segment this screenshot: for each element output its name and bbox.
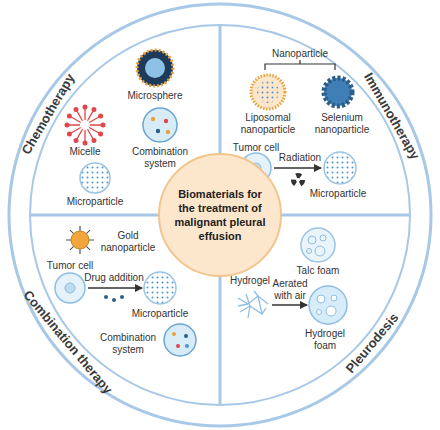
bubble <box>315 246 325 256</box>
process-arrow <box>88 287 142 288</box>
microparticle <box>80 163 110 193</box>
bracket <box>265 60 335 70</box>
bubble <box>307 249 312 254</box>
part-label: Microsphere <box>115 90 195 102</box>
radiation-centre <box>297 179 299 181</box>
quadrant-panel: Pleurodesis <box>223 218 410 405</box>
outer-ring <box>9 4 431 426</box>
part-label: Aerated with air <box>265 278 315 302</box>
drug-dot <box>156 129 160 133</box>
part-label: Selenium nanoparticle <box>307 112 377 136</box>
process-arrow <box>274 167 321 168</box>
bubble <box>317 310 322 315</box>
panel-ring <box>30 25 410 405</box>
part-label: Microparticle <box>55 196 135 208</box>
ligands <box>66 226 94 254</box>
part-label: Hydrogel foam <box>300 328 350 352</box>
cell-nucleus <box>65 283 75 293</box>
microsphere-core <box>145 58 165 78</box>
selenium-particle <box>324 78 352 106</box>
quadrant-panel: Chemotherapy <box>30 25 217 212</box>
micelle-heads <box>67 107 103 143</box>
process-arrow <box>272 304 307 305</box>
centre-title: Biomaterials for the treatment of malign… <box>172 187 268 243</box>
hydrogel-foam <box>309 286 347 324</box>
drug-dot <box>166 130 170 134</box>
drug-dot <box>164 119 168 123</box>
section-heading: Immunotherapy <box>361 70 423 162</box>
part-label: Radiation <box>270 152 330 164</box>
drug-dot <box>176 344 180 348</box>
bubble <box>320 235 326 241</box>
radiation-symbol <box>294 176 303 185</box>
talc-foam <box>301 228 335 262</box>
section-heading: Chemotherapy <box>18 71 77 157</box>
drug-dot <box>112 298 116 302</box>
part-label: Microparticle <box>298 188 378 200</box>
part-label: Tumor cell <box>35 260 105 272</box>
drug-dot <box>120 295 124 299</box>
micelle-tails <box>67 107 103 143</box>
drug-dot <box>184 334 188 338</box>
part-label: Drug addition <box>79 272 149 284</box>
part-label: Nanoparticle <box>260 48 340 60</box>
liposome <box>251 75 285 109</box>
bubble <box>326 306 336 316</box>
microsphere <box>137 50 173 86</box>
microparticle <box>144 272 176 304</box>
part-label: Combination system <box>125 146 195 170</box>
drug-dot <box>185 344 189 348</box>
centre-circle: Biomaterials for the treatment of malign… <box>158 153 282 277</box>
part-label: Microparticle <box>120 308 200 320</box>
combination-particle <box>143 108 177 142</box>
drug-dot <box>104 295 108 299</box>
bubble <box>317 295 325 303</box>
gold-nanoparticle <box>71 231 89 249</box>
part-label: Hydrogel <box>220 275 280 287</box>
tumor-cell <box>55 273 85 303</box>
section-heading: Pleurodesis <box>343 310 402 376</box>
bubble <box>331 295 337 301</box>
part-label: Talc foam <box>283 265 353 277</box>
combination-particle <box>164 324 196 356</box>
liposome-core <box>257 81 279 103</box>
part-label: Combination system <box>93 332 163 356</box>
hydrogel-mesh <box>238 291 268 318</box>
part-label: Liposomal nanoparticle <box>233 112 303 136</box>
part-label: Micelle <box>55 146 115 158</box>
drug-dot <box>172 332 176 336</box>
part-label: Gold nanoparticle <box>96 230 160 254</box>
microparticle <box>324 152 356 184</box>
drug-dot <box>151 117 155 121</box>
bubble <box>308 236 316 244</box>
